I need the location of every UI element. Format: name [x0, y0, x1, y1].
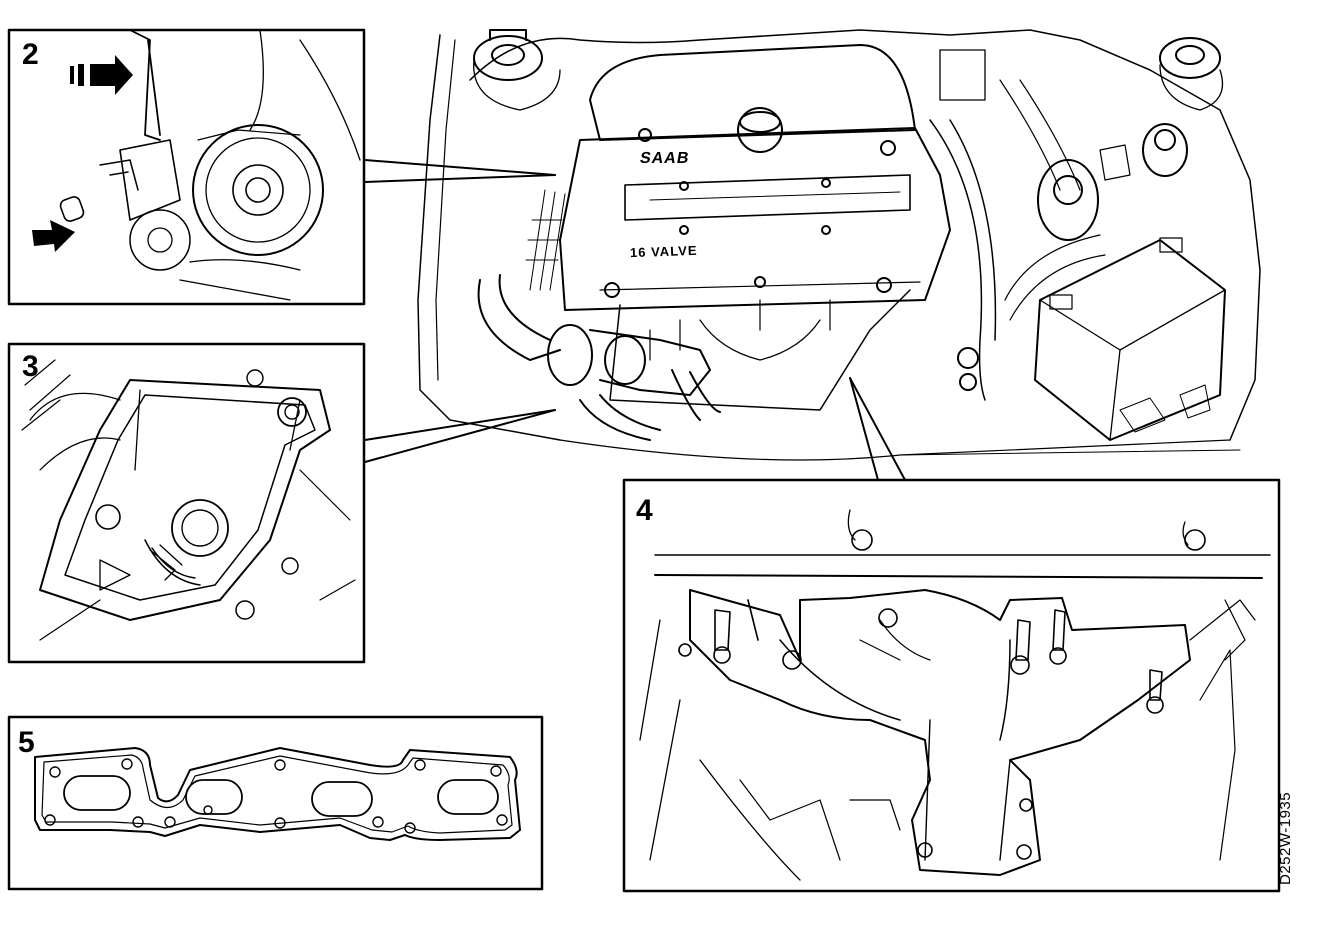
- exhaust-gasket: [34, 747, 521, 841]
- engine-block: [609, 289, 911, 411]
- leader-panel-3-top: [364, 409, 556, 441]
- panel-2: [7, 28, 366, 306]
- leader-panel-2-top: [364, 159, 556, 176]
- panel-5-number: 5: [18, 726, 35, 759]
- leader-panel-2-bottom: [364, 174, 556, 183]
- panel-4-frame: [622, 478, 1281, 893]
- arrow-icon-lower: [32, 220, 75, 252]
- panel-2-frame: [7, 28, 366, 306]
- panel-3: [7, 342, 366, 664]
- sixteen-valve-badge: 16 VALVE: [629, 242, 698, 261]
- leader-panel-4-right: [849, 377, 906, 481]
- panel-4-number: 4: [636, 494, 653, 527]
- gasket-port-4: [437, 779, 499, 815]
- strut-mount-right: [1159, 37, 1224, 111]
- camshaft-cover: [559, 44, 951, 311]
- panel-2-number: 2: [22, 38, 39, 71]
- radiator-left: [525, 189, 566, 291]
- gasket-port-2: [185, 779, 243, 815]
- arrow-icon-upper: [70, 55, 133, 95]
- main-engine-view: [417, 29, 1261, 461]
- gasket-port-1: [63, 775, 131, 811]
- leader-panel-3-bottom: [364, 409, 556, 463]
- figure-reference-code: D252W-1935: [1277, 791, 1294, 885]
- gasket-port-3: [311, 781, 373, 817]
- panel-3-number: 3: [22, 350, 39, 383]
- coolant-reservoir: [1037, 123, 1188, 241]
- panel-4: [622, 478, 1281, 893]
- saab-badge: SAAB: [638, 150, 691, 167]
- stud-top-right: [1182, 521, 1206, 551]
- battery: [1034, 237, 1226, 441]
- leader-panel-4-left: [849, 377, 879, 481]
- panel-5-frame: [7, 715, 544, 891]
- hoses-right: [929, 49, 1106, 401]
- callout-leaders: [364, 159, 906, 481]
- exhaust-manifold: [689, 589, 1191, 876]
- stud-top-left: [847, 509, 873, 551]
- strut-mount-left: [473, 29, 561, 111]
- manifold-studs: [678, 599, 1164, 860]
- panel-5: [7, 715, 544, 891]
- intake-hose: [477, 274, 721, 441]
